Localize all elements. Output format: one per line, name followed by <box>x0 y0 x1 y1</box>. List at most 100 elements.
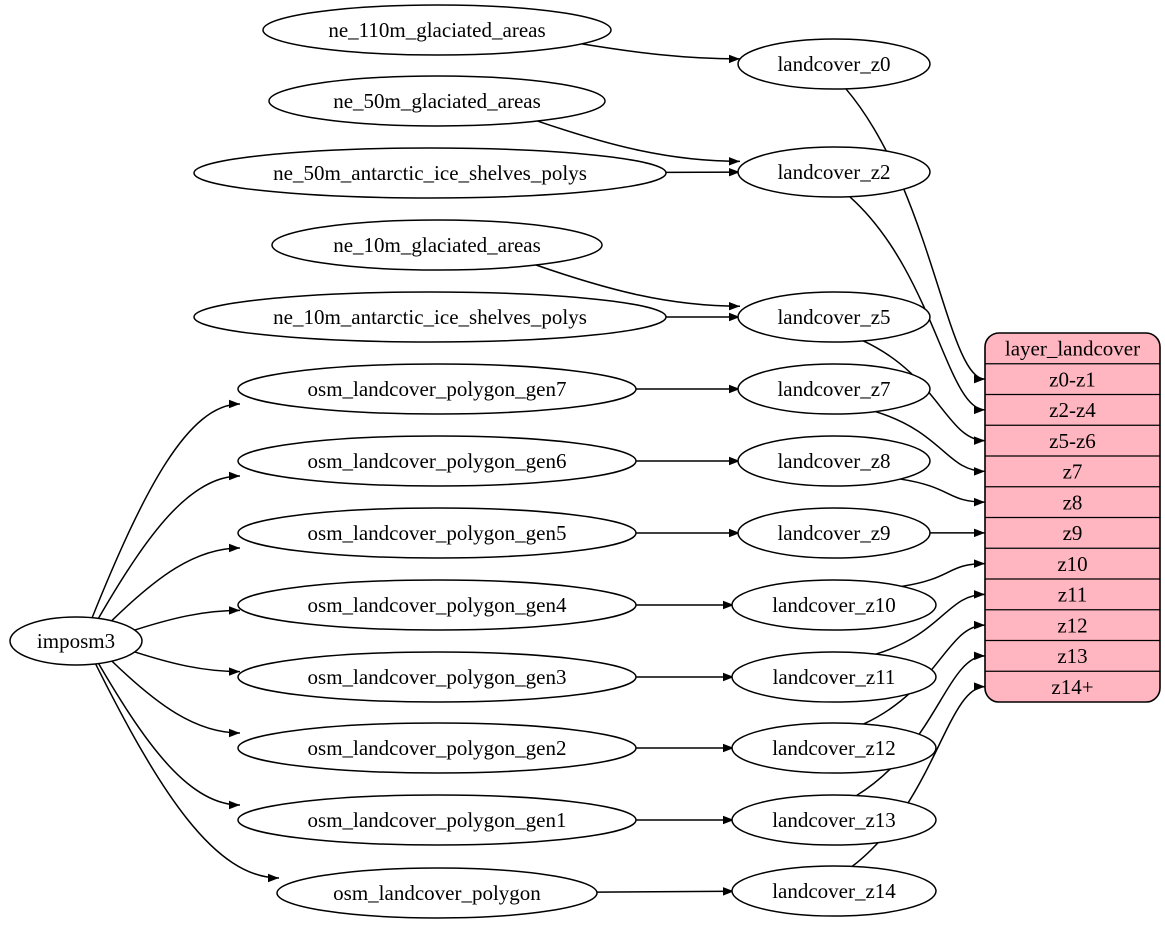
edge-landcover_z11-to-layer_landcover-row-z11-arrowhead <box>974 590 985 598</box>
node-ne_10m_glaciated_areas-label: ne_10m_glaciated_areas <box>333 233 541 257</box>
edge-imposm3-to-osm_landcover_polygon_gen1 <box>99 664 240 810</box>
edge-osm_landcover_polygon_gen6-to-landcover_z8 <box>636 457 740 465</box>
edge-landcover_z8-to-layer_landcover-row-z8-arrowhead <box>974 498 985 506</box>
record-row-z11: z11 <box>1058 583 1088 607</box>
node-landcover_z14: landcover_z14 <box>732 866 936 916</box>
edge-landcover_z12-to-layer_landcover-row-z12-arrowhead <box>974 621 985 629</box>
edge-landcover_z9-to-layer_landcover-row-z9 <box>930 529 985 537</box>
edge-imposm3-to-osm_landcover_polygon_gen1-arrowhead <box>229 801 240 809</box>
record-row-z2-z4: z2-z4 <box>1049 398 1096 422</box>
node-osm_landcover_polygon_gen5-label: osm_landcover_polygon_gen5 <box>308 521 567 545</box>
record-row-z9: z9 <box>1063 521 1083 545</box>
node-ne_10m_antarctic_ice_shelves_polys-label: ne_10m_antarctic_ice_shelves_polys <box>273 305 587 329</box>
node-landcover_z5: landcover_z5 <box>738 292 930 342</box>
record-row-z7: z7 <box>1063 460 1083 484</box>
edge-ne_50m_antarctic_ice_shelves_polys-to-landcover_z2 <box>666 168 740 176</box>
node-landcover_z5-label: landcover_z5 <box>777 305 890 329</box>
edge-osm_landcover_polygon_gen4-to-landcover_z10 <box>636 601 734 609</box>
edge-landcover_z0-to-layer_landcover-row-z0-z1-arrowhead <box>974 375 985 383</box>
edge-ne_50m_glaciated_areas-to-landcover_z2-arrowhead <box>729 157 740 165</box>
node-landcover_z0-label: landcover_z0 <box>777 52 890 76</box>
node-landcover_z8: landcover_z8 <box>738 436 930 486</box>
edge-imposm3-to-osm_landcover_polygon_gen7-line <box>92 404 240 618</box>
record-row-z10: z10 <box>1057 552 1087 576</box>
node-landcover_z12: landcover_z12 <box>732 723 936 773</box>
edge-landcover_z14-to-layer_landcover-row-z14+-arrowhead <box>974 682 985 690</box>
node-landcover_z10-label: landcover_z10 <box>772 593 896 617</box>
node-landcover_z7: landcover_z7 <box>738 364 930 414</box>
node-osm_landcover_polygon_gen1: osm_landcover_polygon_gen1 <box>238 795 636 845</box>
node-ne_50m_antarctic_ice_shelves_polys: ne_50m_antarctic_ice_shelves_polys <box>194 148 666 198</box>
edge-landcover_z8-to-layer_landcover-row-z8 <box>900 479 985 506</box>
node-imposm3: imposm3 <box>10 617 142 665</box>
edge-imposm3-to-osm_landcover_polygon_gen2-arrowhead <box>229 729 240 737</box>
node-osm_landcover_polygon_gen5: osm_landcover_polygon_gen5 <box>238 508 636 558</box>
node-osm_landcover_polygon_gen2: osm_landcover_polygon_gen2 <box>238 723 636 773</box>
edge-imposm3-to-osm_landcover_polygon_gen5 <box>112 544 240 621</box>
node-landcover_z13: landcover_z13 <box>732 795 936 845</box>
edge-landcover_z9-to-layer_landcover-row-z9-arrowhead <box>974 529 985 537</box>
node-ne_10m_glaciated_areas: ne_10m_glaciated_areas <box>272 220 602 270</box>
edge-imposm3-to-osm_landcover_polygon <box>96 664 279 882</box>
node-landcover_z11: landcover_z11 <box>732 652 936 702</box>
node-ne_50m_glaciated_areas-label: ne_50m_glaciated_areas <box>333 89 541 113</box>
edge-imposm3-to-osm_landcover_polygon_gen3 <box>135 652 240 676</box>
edge-imposm3-to-osm_landcover_polygon_gen6-arrowhead <box>229 472 240 480</box>
edge-osm_landcover_polygon_gen3-to-landcover_z11 <box>636 673 734 681</box>
edge-imposm3-to-osm_landcover_polygon_gen2 <box>112 661 240 737</box>
node-ne_50m_antarctic_ice_shelves_polys-label: ne_50m_antarctic_ice_shelves_polys <box>273 161 587 185</box>
node-landcover_z13-label: landcover_z13 <box>772 808 896 832</box>
node-landcover_z12-label: landcover_z12 <box>772 736 896 760</box>
node-osm_landcover_polygon_gen6: osm_landcover_polygon_gen6 <box>238 436 636 486</box>
edge-osm_landcover_polygon_gen2-to-landcover_z12 <box>636 744 734 752</box>
node-landcover_z9-label: landcover_z9 <box>777 521 890 545</box>
record-row-z12: z12 <box>1057 613 1087 637</box>
node-landcover_z9: landcover_z9 <box>738 508 930 558</box>
record-title: layer_landcover <box>1005 337 1140 361</box>
edge-imposm3-to-osm_landcover_polygon-line <box>96 664 279 878</box>
record-row-z13: z13 <box>1057 644 1087 668</box>
edge-ne_110m_glaciated_areas-to-landcover_z0-line <box>582 44 740 59</box>
edge-landcover_z2-to-layer_landcover-row-z2-z4-arrowhead <box>974 406 985 414</box>
node-osm_landcover_polygon_gen4: osm_landcover_polygon_gen4 <box>238 580 636 630</box>
node-osm_landcover_polygon_gen6-label: osm_landcover_polygon_gen6 <box>308 449 567 473</box>
node-osm_landcover_polygon_gen1-label: osm_landcover_polygon_gen1 <box>308 808 567 832</box>
node-ne_110m_glaciated_areas-label: ne_110m_glaciated_areas <box>328 18 545 42</box>
node-landcover_z2: landcover_z2 <box>738 147 930 197</box>
node-landcover_z0: landcover_z0 <box>738 39 930 89</box>
record-row-z5-z6: z5-z6 <box>1049 429 1096 453</box>
edge-imposm3-to-osm_landcover_polygon_gen6-line <box>98 476 240 618</box>
edge-landcover_z10-to-layer_landcover-row-z10-line <box>902 564 985 587</box>
record-row-z0-z1: z0-z1 <box>1049 367 1096 391</box>
edge-imposm3-to-osm_landcover_polygon_gen7-arrowhead <box>229 400 240 408</box>
node-osm_landcover_polygon_gen3-label: osm_landcover_polygon_gen3 <box>308 665 567 689</box>
record-row-z8: z8 <box>1063 490 1083 514</box>
edge-landcover_z8-to-layer_landcover-row-z8-line <box>900 479 985 502</box>
node-osm_landcover_polygon_gen4-label: osm_landcover_polygon_gen4 <box>308 593 567 617</box>
node-osm_landcover_polygon_gen7: osm_landcover_polygon_gen7 <box>238 364 636 414</box>
edge-landcover_z13-to-layer_landcover-row-z13-arrowhead <box>974 652 985 660</box>
node-osm_landcover_polygon_gen3: osm_landcover_polygon_gen3 <box>238 652 636 702</box>
node-imposm3-label: imposm3 <box>37 629 115 653</box>
node-osm_landcover_polygon-label: osm_landcover_polygon <box>333 881 541 905</box>
node-ne_110m_glaciated_areas: ne_110m_glaciated_areas <box>263 5 611 55</box>
edge-ne_10m_antarctic_ice_shelves_polys-to-landcover_z5 <box>666 313 740 321</box>
edge-imposm3-to-osm_landcover_polygon_gen5-arrowhead <box>229 544 240 552</box>
record-row-z14+: z14+ <box>1051 675 1093 699</box>
node-landcover_z8-label: landcover_z8 <box>777 449 890 473</box>
node-osm_landcover_polygon: osm_landcover_polygon <box>277 868 597 918</box>
edge-imposm3-to-osm_landcover_polygon_gen5-line <box>112 548 240 621</box>
node-osm_landcover_polygon_gen7-label: osm_landcover_polygon_gen7 <box>308 377 567 401</box>
edge-osm_landcover_polygon-to-landcover_z14 <box>597 887 734 895</box>
edge-imposm3-to-osm_landcover_polygon_gen4 <box>135 606 240 630</box>
edge-imposm3-to-osm_landcover_polygon_gen1-line <box>99 664 240 805</box>
edge-imposm3-to-osm_landcover_polygon_gen7 <box>92 400 240 618</box>
edge-landcover_z5-to-layer_landcover-row-z5-z6-arrowhead <box>974 436 985 444</box>
edge-imposm3-to-osm_landcover_polygon-arrowhead <box>268 874 279 882</box>
edge-imposm3-to-osm_landcover_polygon_gen4-line <box>135 610 240 630</box>
edge-osm_landcover_polygon_gen1-to-landcover_z13 <box>636 816 734 824</box>
node-landcover_z10: landcover_z10 <box>732 580 936 630</box>
edge-osm_landcover_polygon_gen5-to-landcover_z9 <box>636 529 740 537</box>
edge-landcover_z10-to-layer_landcover-row-z10-arrowhead <box>974 559 985 567</box>
